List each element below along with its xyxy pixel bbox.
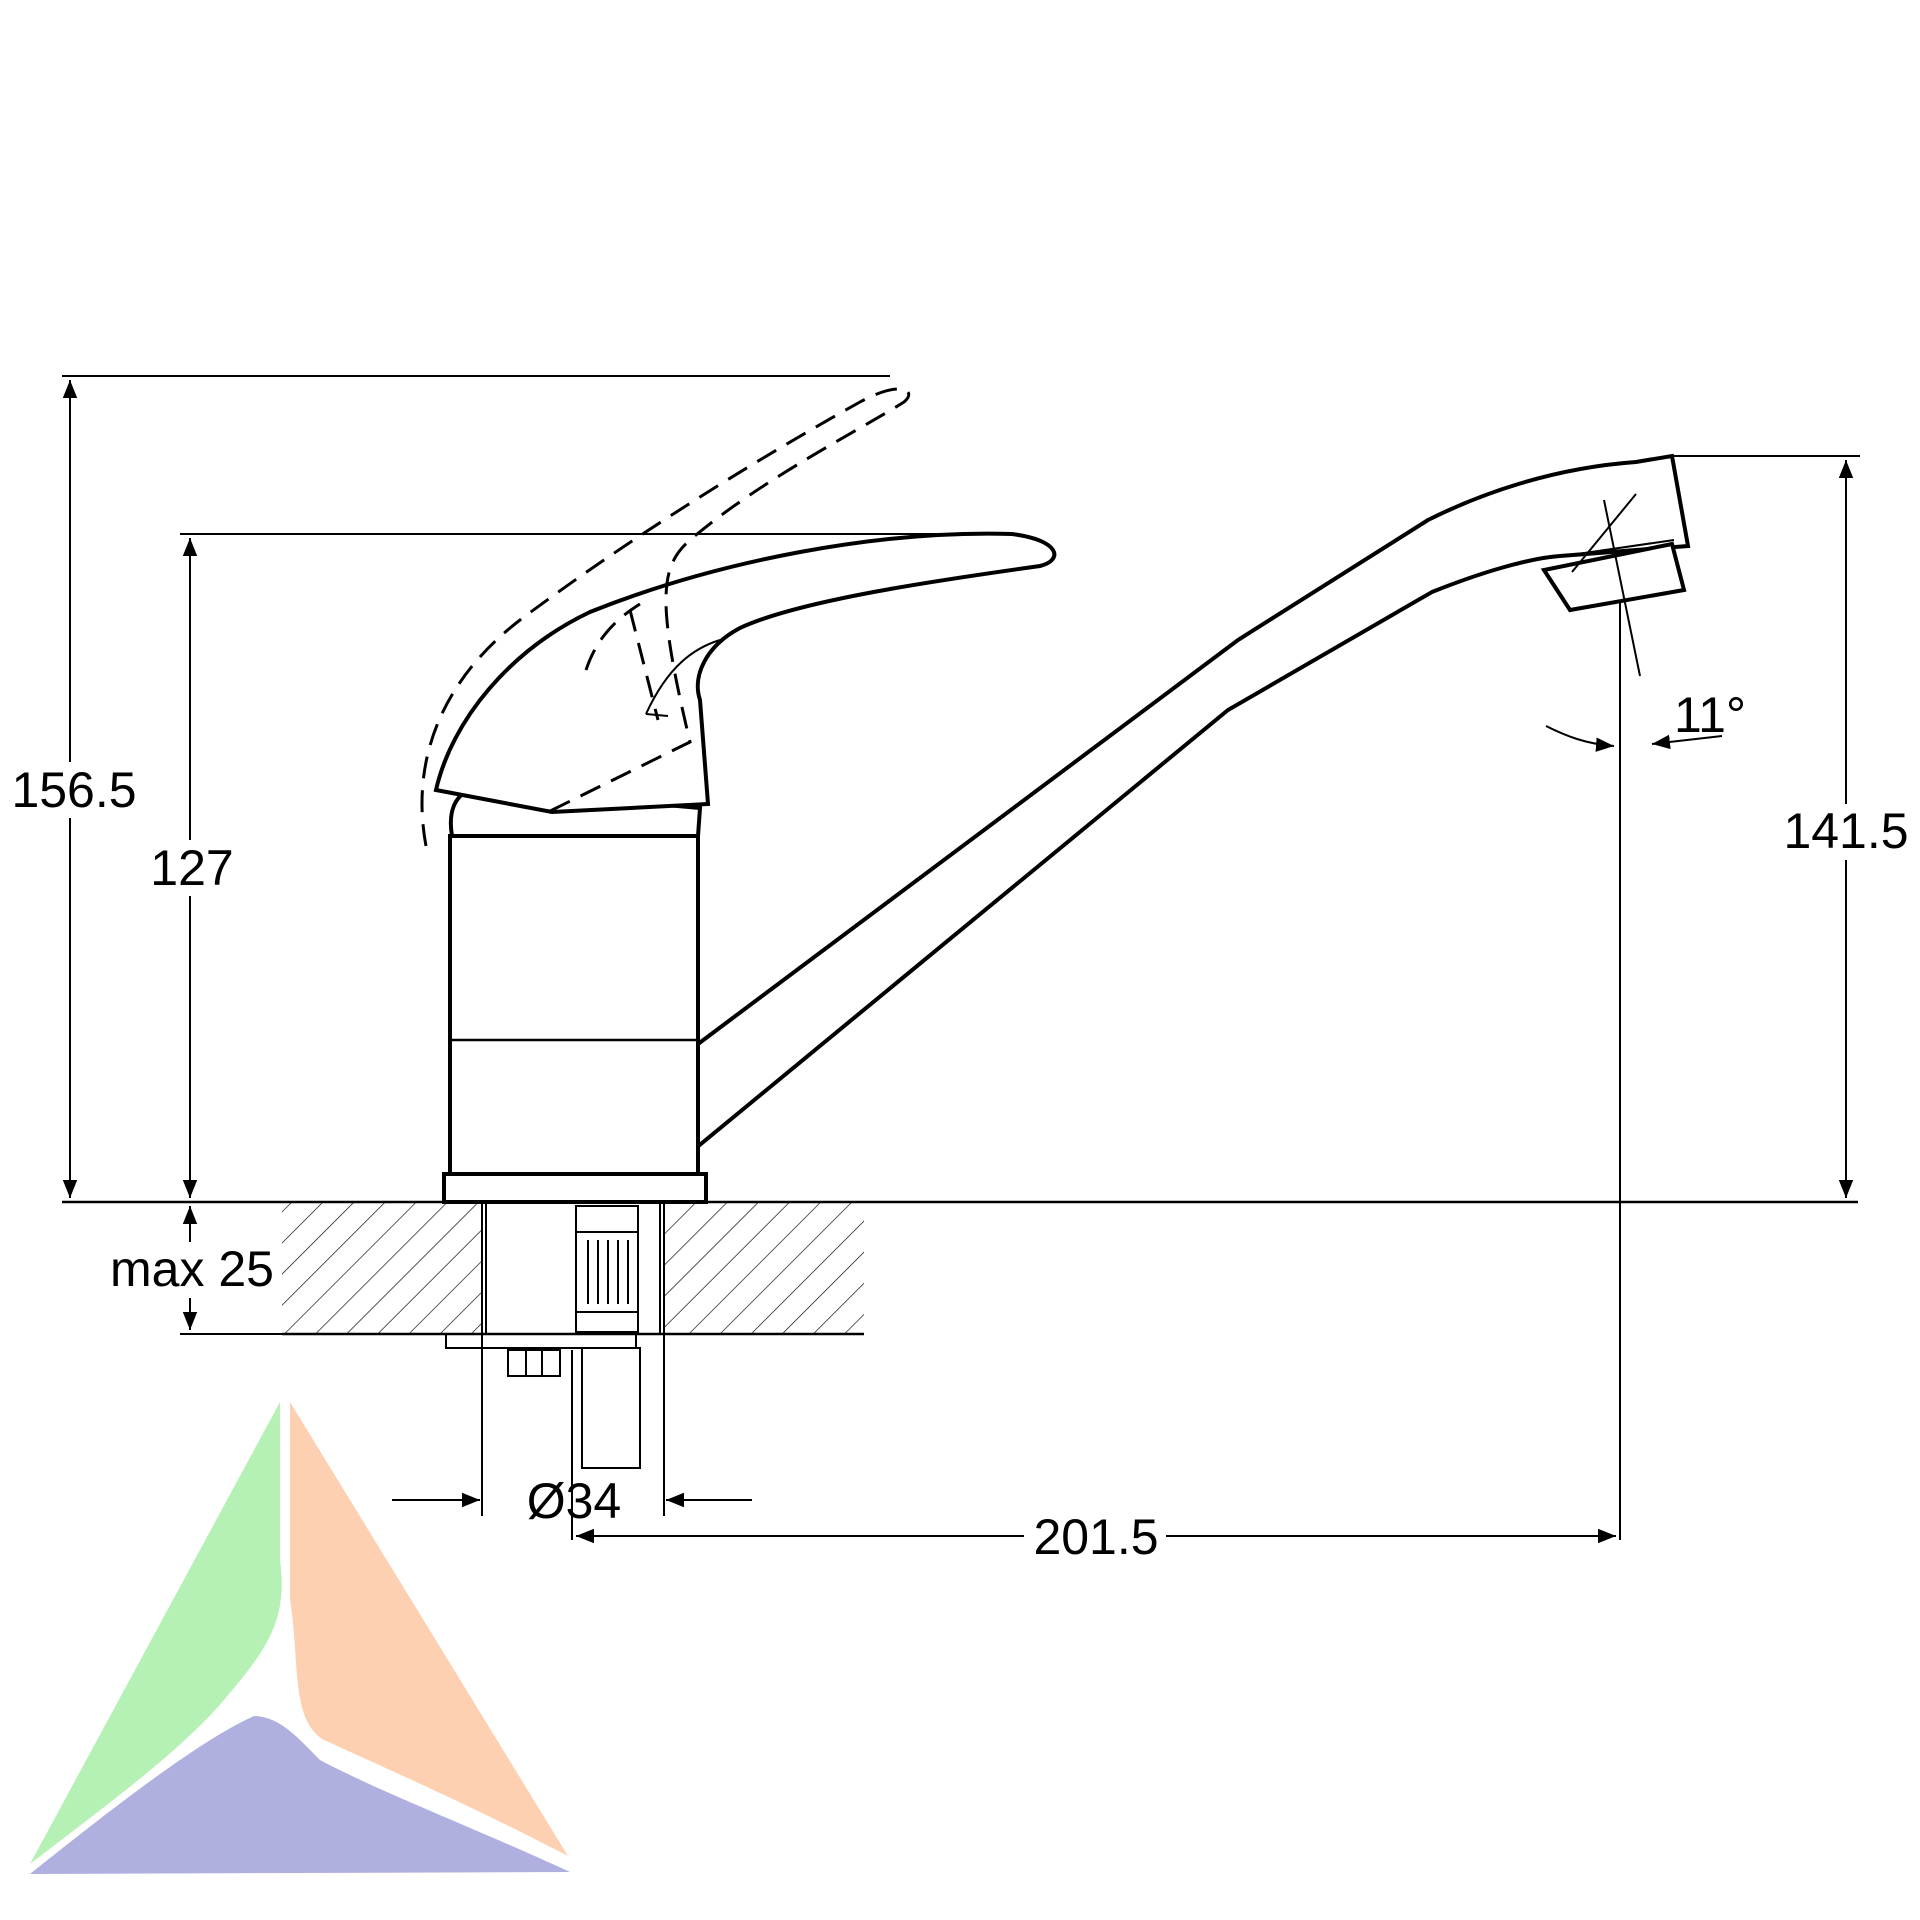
dimension-hole-diameter: Ø34 (392, 1473, 752, 1529)
spout-angle-value: 11° (1674, 687, 1746, 743)
tri-color-triangle-logo (30, 1402, 570, 1874)
faucet-handle (433, 531, 1057, 815)
overall-height-value: 156.5 (11, 762, 136, 818)
dimension-max-thickness: max 25 (104, 1206, 282, 1335)
extension-lines (62, 375, 1860, 1540)
max-thickness-value: max 25 (110, 1241, 274, 1297)
dimension-spout-angle: 11° (1545, 687, 1746, 752)
faucet-spout (671, 453, 1691, 1151)
dimension-body-height: 127 (146, 538, 242, 1198)
dimension-overall-height: 156.5 (6, 380, 142, 1198)
spout-height-value: 141.5 (1783, 803, 1908, 859)
dimension-spout-reach: 201.5 (576, 1508, 1616, 1565)
hole-diameter-value: Ø34 (527, 1473, 622, 1529)
spout-reach-value: 201.5 (1033, 1509, 1158, 1565)
countertop-section (282, 1202, 864, 1336)
handle-raised-position (420, 387, 911, 847)
mounting-hardware (445, 1201, 661, 1469)
faucet-body (442, 785, 708, 1204)
body-height-value: 127 (150, 840, 233, 896)
dimension-spout-height: 141.5 (1774, 460, 1914, 1198)
